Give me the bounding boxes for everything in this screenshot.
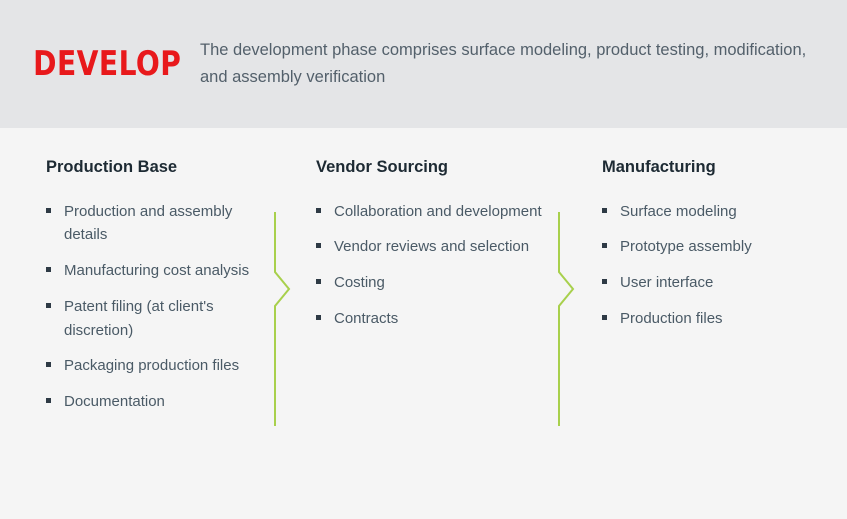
bullet-square-icon [316, 207, 321, 213]
list-item-label: Contracts [334, 309, 399, 327]
list-item: Collaboration and development [316, 200, 544, 224]
list-item: Packaging production files [46, 354, 261, 378]
bullet-square-icon [46, 207, 51, 213]
column-vendor-sourcing: Vendor Sourcing Collaboration and develo… [283, 128, 566, 519]
phase-header-band: DEVELOP The development phase comprises … [0, 0, 847, 128]
list-item: Documentation [46, 390, 261, 414]
list-item-label: Surface modeling [620, 202, 737, 220]
column-production-base: Production Base Production and assembly … [0, 128, 283, 519]
list-item: Production and assembly details [46, 200, 261, 247]
column-heading-production-base: Production Base [46, 158, 178, 176]
phase-columns: Production Base Production and assembly … [0, 128, 847, 519]
list-item: User interface [602, 271, 829, 295]
list-item: Surface modeling [602, 200, 829, 224]
list-item-label: Production files [620, 309, 723, 327]
list-item-label: Collaboration and development [334, 202, 542, 220]
list-item-label: Documentation [64, 392, 165, 410]
bullet-square-icon [46, 362, 51, 368]
list-item: Costing [316, 271, 544, 295]
phase-description: The development phase comprises surface … [200, 41, 807, 86]
list-item: Patent filing (at client's discretion) [46, 295, 261, 342]
list-manufacturing: Surface modeling Prototype assembly User… [602, 200, 829, 331]
bullet-square-icon [602, 207, 607, 213]
list-item-label: Packaging production files [64, 357, 240, 375]
list-item: Prototype assembly [602, 235, 829, 259]
bullet-square-icon [316, 243, 321, 249]
list-item-label: Prototype assembly [620, 238, 752, 256]
bullet-square-icon [46, 302, 51, 308]
list-item: Vendor reviews and selection [316, 235, 544, 259]
list-item-label: Costing [334, 274, 385, 292]
bullet-square-icon [602, 279, 607, 285]
bullet-square-icon [316, 279, 321, 285]
list-item-label: Patent filing (at client's discretion) [64, 297, 214, 339]
page-title: DEVELOP [33, 44, 182, 84]
column-heading-vendor-sourcing: Vendor Sourcing [316, 158, 449, 176]
column-heading-manufacturing: Manufacturing [602, 158, 716, 176]
bullet-square-icon [316, 314, 321, 320]
list-item-label: Manufacturing cost analysis [64, 262, 250, 280]
list-item: Contracts [316, 307, 544, 331]
list-item-label: Vendor reviews and selection [334, 238, 530, 256]
list-item-label: User interface [620, 274, 714, 292]
bullet-square-icon [602, 314, 607, 320]
bullet-square-icon [46, 397, 51, 403]
list-item: Manufacturing cost analysis [46, 259, 261, 283]
bullet-square-icon [46, 267, 51, 273]
list-production-base: Production and assembly details Manufact… [46, 200, 261, 414]
list-item-label: Production and assembly details [64, 202, 233, 244]
column-manufacturing: Manufacturing Surface modeling Prototype… [566, 128, 847, 519]
list-vendor-sourcing: Collaboration and development Vendor rev… [316, 200, 544, 331]
bullet-square-icon [602, 243, 607, 249]
phase-header-content: DEVELOP The development phase comprises … [0, 0, 847, 128]
list-item: Production files [602, 307, 829, 331]
